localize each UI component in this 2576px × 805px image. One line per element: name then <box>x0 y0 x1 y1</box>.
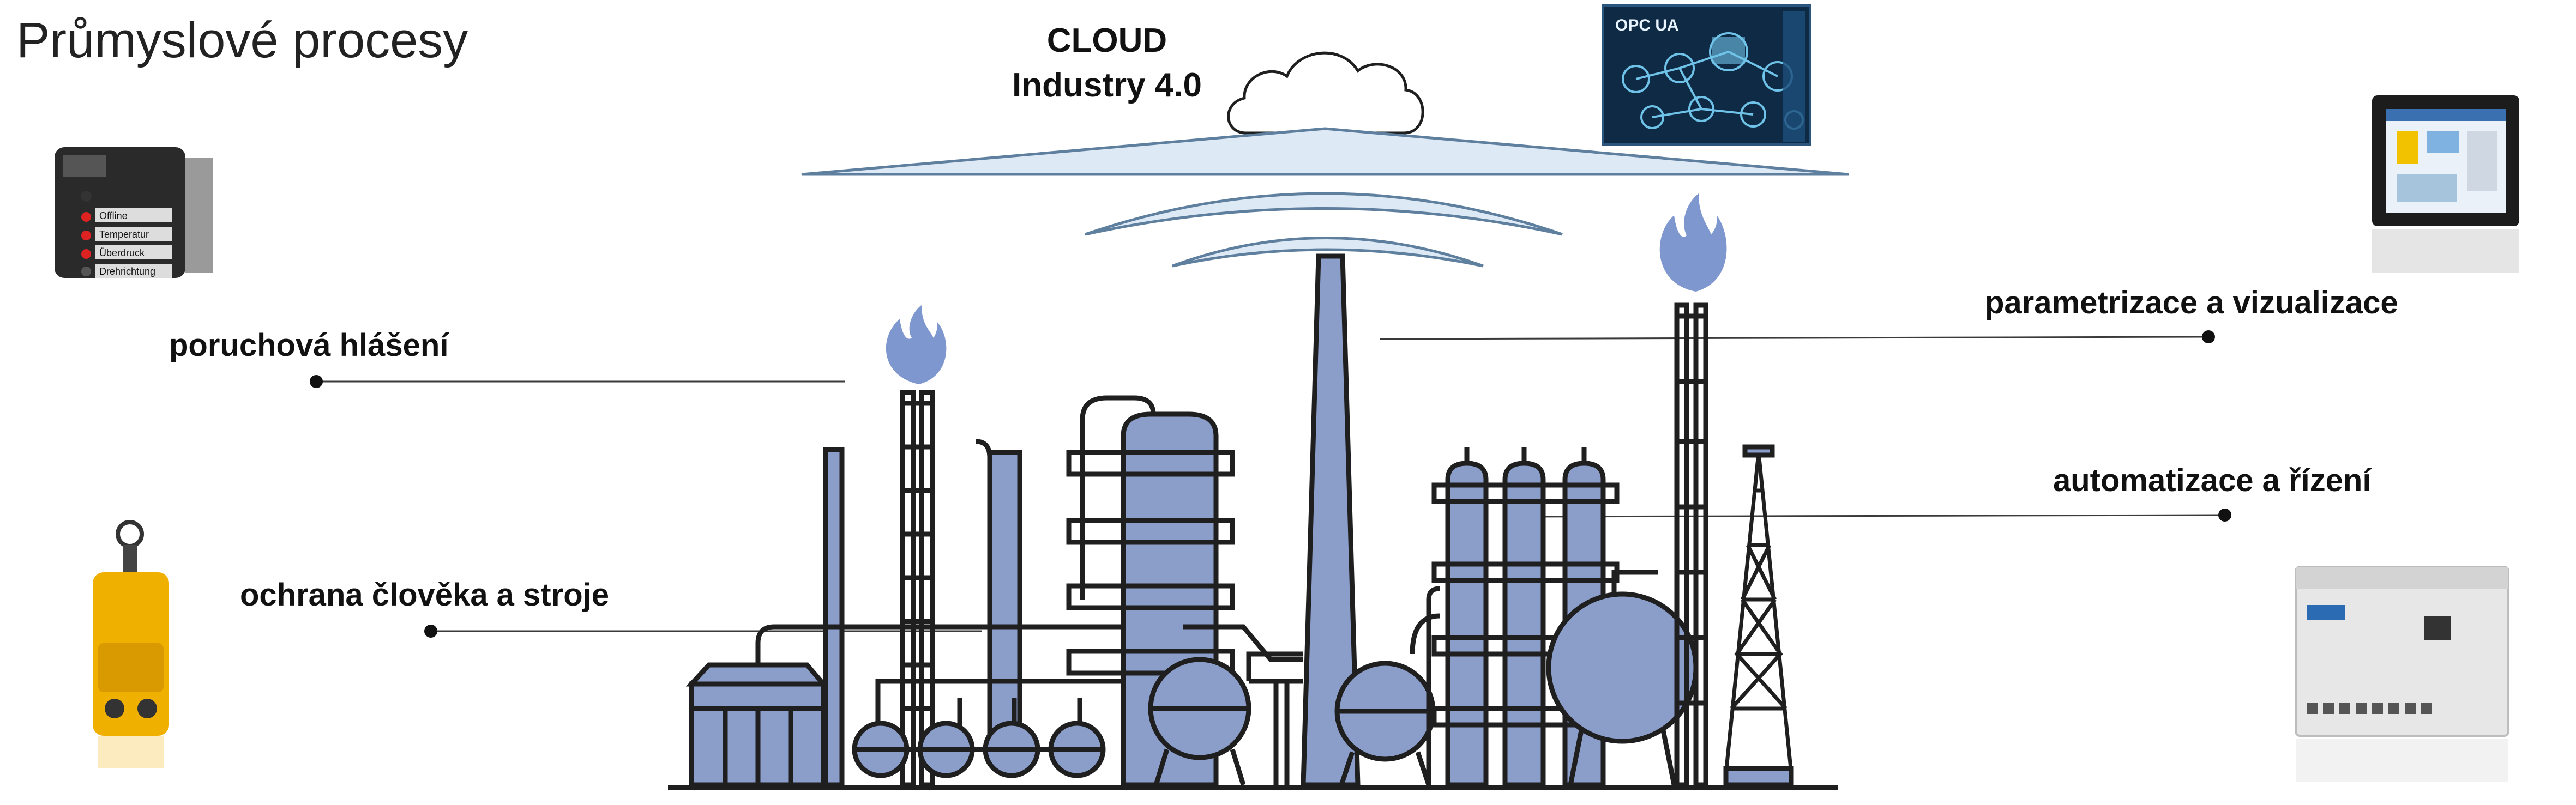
signal-arc-outer <box>1085 192 1563 236</box>
fault-panel-row: Offline <box>99 210 128 221</box>
pointer-lines <box>316 336 2225 632</box>
ground-line <box>668 785 1838 790</box>
opc-ua-image <box>1602 4 1811 146</box>
fault-panel-row: Drehrichtung <box>99 266 155 277</box>
label-fault-messages: poruchová hlášení <box>169 328 449 363</box>
label-protection: ochrana člověka a stroje <box>240 577 609 613</box>
cloud-label-line1: CLOUD <box>1046 22 1167 59</box>
fault-panel-row: Überdruck <box>99 247 145 258</box>
label-parametrization: parametrizace a vizualizace <box>1985 285 2398 320</box>
fault-indicator-device <box>55 147 213 278</box>
label-automation: automatizace a řízení <box>2053 463 2372 498</box>
refinery <box>685 253 1794 788</box>
plc-controller-device <box>2295 566 2509 782</box>
page-title: Průmyslové procesy <box>16 13 468 68</box>
fault-panel-row: Temperatur <box>99 229 149 240</box>
pointer-dots <box>310 330 2231 638</box>
signal-arc-inner <box>1172 237 1484 268</box>
hmi-panel-device <box>2372 95 2519 273</box>
safety-switch-device <box>93 520 169 768</box>
cloud-icon <box>1227 51 1424 135</box>
cloud-label: CLOUD Industry 4.0 <box>982 19 1232 108</box>
opc-ua-badge: OPC UA <box>1615 16 1679 34</box>
cloud-label-line2: Industry 4.0 <box>1012 66 1202 104</box>
flame-icon <box>886 193 1727 384</box>
cloud-dish <box>801 127 1849 176</box>
